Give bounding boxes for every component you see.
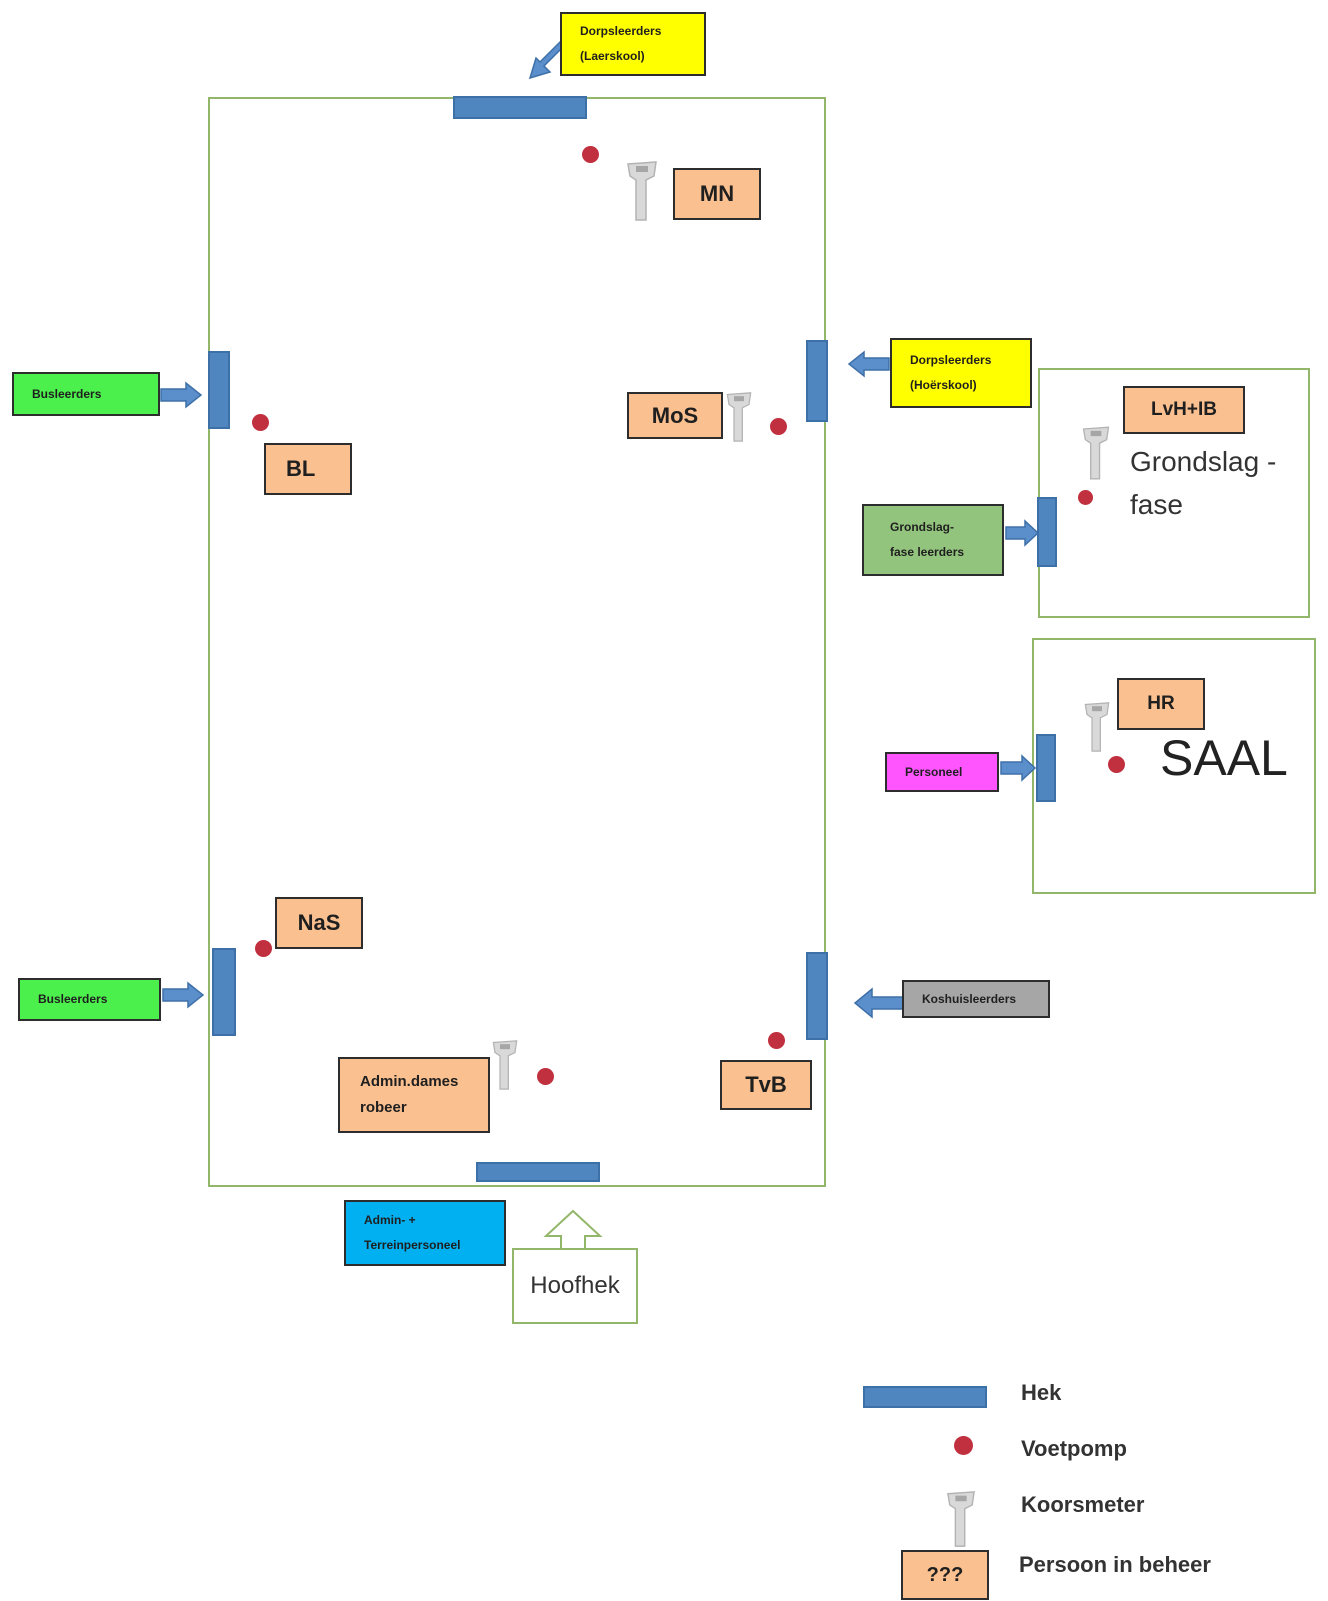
legend-persoon-swatch: ??? xyxy=(901,1550,989,1600)
arrow-right-icon xyxy=(160,381,203,409)
voetpomp-dot xyxy=(582,146,599,163)
thermometer-icon xyxy=(492,1040,518,1090)
label-admin-terreinpersoneel: Admin- + Terreinpersoneel xyxy=(344,1200,506,1266)
voetpomp-dot xyxy=(255,940,272,957)
persoon-bl: BL xyxy=(264,443,352,495)
persoon-tvb: TvB xyxy=(720,1060,812,1110)
arrow-left-icon xyxy=(847,350,890,378)
hoofhek-label: Hoofhek xyxy=(530,1272,620,1299)
hoofhek-arrow-up-icon xyxy=(543,1209,603,1251)
label-personeel: Personeel xyxy=(885,752,999,792)
persoon-nas: NaS xyxy=(275,897,363,949)
voetpomp-dot xyxy=(768,1032,785,1049)
gate-top xyxy=(453,96,587,119)
grondslag-building-frame xyxy=(1038,368,1310,618)
thermometer-icon xyxy=(1082,426,1110,480)
building-grondslag-label: Grondslag - fase xyxy=(1130,446,1277,520)
thermometer-icon xyxy=(1084,702,1110,752)
arrow-left-icon xyxy=(853,987,906,1019)
legend-hek-swatch xyxy=(863,1386,987,1408)
thermometer-icon xyxy=(627,161,657,221)
voetpomp-dot xyxy=(252,414,269,431)
persoon-hr: HR xyxy=(1117,678,1205,730)
label-dorpsleerders-laerskool: Dorpsleerders (Laerskool) xyxy=(560,12,706,76)
legend-koorsmeter-label: Koorsmeter xyxy=(1021,1492,1145,1517)
arrow-down-left-icon xyxy=(528,40,566,80)
label-busleerders-bottom: Busleerders xyxy=(18,978,161,1021)
gate-bottom-main xyxy=(476,1162,600,1182)
voetpomp-dot xyxy=(537,1068,554,1085)
label-kosthuisleerders: Koshuisleerders xyxy=(902,980,1050,1018)
hoofhek-label-box xyxy=(512,1248,638,1324)
persoon-mn: MN xyxy=(673,168,761,220)
label-grondslag-leerders: Grondslag- fase leerders xyxy=(862,504,1004,576)
gate-saal xyxy=(1036,734,1056,802)
arrow-right-icon xyxy=(1000,754,1037,782)
gate-right-bottom xyxy=(806,952,828,1040)
school-grounds-frame xyxy=(208,97,826,1187)
persoon-mos: MoS xyxy=(627,392,723,439)
legend-voetpomp-dot xyxy=(954,1436,973,1455)
gate-grondslag xyxy=(1037,497,1057,567)
voetpomp-dot xyxy=(1078,490,1093,505)
gate-left-top xyxy=(208,351,230,429)
persoon-admin-dames: Admin.dames robeer xyxy=(338,1057,490,1133)
legend-hek-label: Hek xyxy=(1021,1380,1062,1405)
arrow-right-icon xyxy=(162,981,205,1009)
gate-left-bottom xyxy=(212,948,236,1036)
legend-voetpomp-label: Voetpomp xyxy=(1021,1436,1127,1461)
thermometer-icon xyxy=(726,392,752,442)
gate-right-top xyxy=(806,340,828,422)
label-busleerders-top: Busleerders xyxy=(12,372,160,416)
voetpomp-dot xyxy=(1108,756,1125,773)
legend-thermometer-icon xyxy=(947,1491,975,1547)
arrow-right-icon xyxy=(1005,519,1040,547)
legend-persoon-label: Persoon in beheer xyxy=(1019,1552,1211,1577)
building-saal-label: SAAL xyxy=(1160,730,1288,786)
label-dorpsleerders-hoerskool: Dorpsleerders (Hoërskool) xyxy=(890,338,1032,408)
voetpomp-dot xyxy=(770,418,787,435)
persoon-lvh-ib: LvH+IB xyxy=(1123,386,1245,434)
